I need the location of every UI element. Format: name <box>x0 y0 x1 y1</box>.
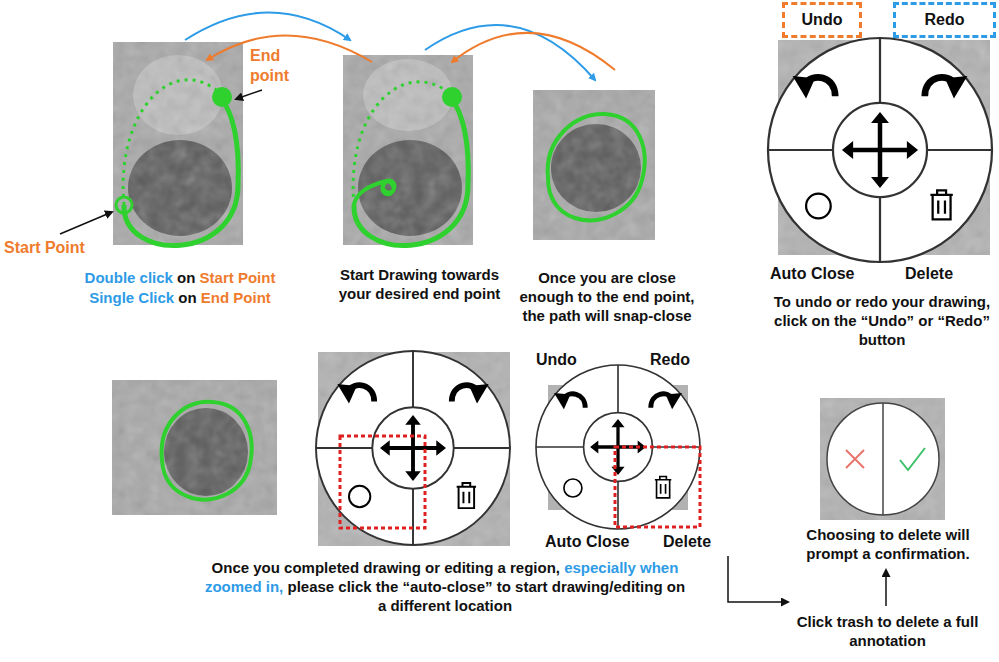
text-block: Auto Close <box>545 532 645 552</box>
caption-text: Start Point <box>4 239 85 256</box>
text-block: Delete <box>905 264 985 284</box>
text-block: Click trash to delete a full annotation <box>795 612 980 650</box>
caption-text: Once you are close enough to the end poi… <box>520 269 695 324</box>
caption-text: Redo <box>650 351 690 368</box>
radial-menu <box>316 351 510 546</box>
radial-menu <box>536 365 700 529</box>
caption-text: Start Drawing towards your desired end p… <box>339 266 501 302</box>
text-block: End point <box>250 46 310 87</box>
caption-text: Delete <box>663 533 711 550</box>
radial-menu <box>768 38 992 262</box>
flow-arrow <box>207 35 372 62</box>
caption-text: on <box>177 269 195 286</box>
caption-text: Choosing to delete will prompt a confirm… <box>806 526 969 562</box>
microscopy-panel <box>343 55 473 246</box>
caption-text: Delete <box>905 265 953 282</box>
text-block: Once you are close enough to the end poi… <box>512 268 702 326</box>
caption-text: Auto Close <box>545 533 629 550</box>
text-block: Single Click on End Point <box>50 288 310 307</box>
caption-text: End Point <box>201 289 271 306</box>
button-label: Redo <box>925 11 965 29</box>
text-block: Start Drawing towards your desired end p… <box>332 265 507 303</box>
caption-text: To undo or redo your drawing, click on t… <box>774 293 990 348</box>
text-block: Redo <box>650 350 710 370</box>
caption-text: please click the “auto-close” to start d… <box>287 578 685 614</box>
caption-text: Start Point <box>200 269 276 286</box>
text-block: Start Point <box>4 238 114 258</box>
caption-text: Single Click <box>89 289 174 306</box>
caption-text: Once you completed drawing or editing a … <box>212 559 560 576</box>
caption-text: on <box>178 289 196 306</box>
text-block: To undo or redo your drawing, click on t… <box>770 292 994 350</box>
microscopy-panel <box>112 380 277 515</box>
dashed-box: Redo <box>893 2 996 38</box>
caption-text: Double click <box>85 269 173 286</box>
leader-arrow <box>60 212 112 234</box>
caption-text: End point <box>250 47 289 84</box>
caption-text: Click trash to delete a full annotation <box>797 613 979 649</box>
text-block: Double click on Start Point <box>50 268 310 287</box>
confirm-dialog <box>820 398 945 520</box>
text-block: Once you completed drawing or editing a … <box>200 558 690 616</box>
flow-arrow <box>452 33 615 70</box>
leader-arrow <box>728 556 788 602</box>
dashed-box: Undo <box>782 2 862 38</box>
caption-text: Auto Close <box>770 265 854 282</box>
microscopy-panel <box>533 90 655 240</box>
text-block: Auto Close <box>770 264 870 284</box>
text-block: Delete <box>663 532 733 552</box>
button-label: Undo <box>802 11 843 29</box>
text-block: Choosing to delete will prompt a confirm… <box>782 525 994 563</box>
text-block: Undo <box>536 350 596 370</box>
caption-text: Undo <box>536 351 577 368</box>
microscopy-panel <box>113 42 243 246</box>
leader-arrow <box>236 90 262 99</box>
leader-arrow <box>885 570 887 606</box>
